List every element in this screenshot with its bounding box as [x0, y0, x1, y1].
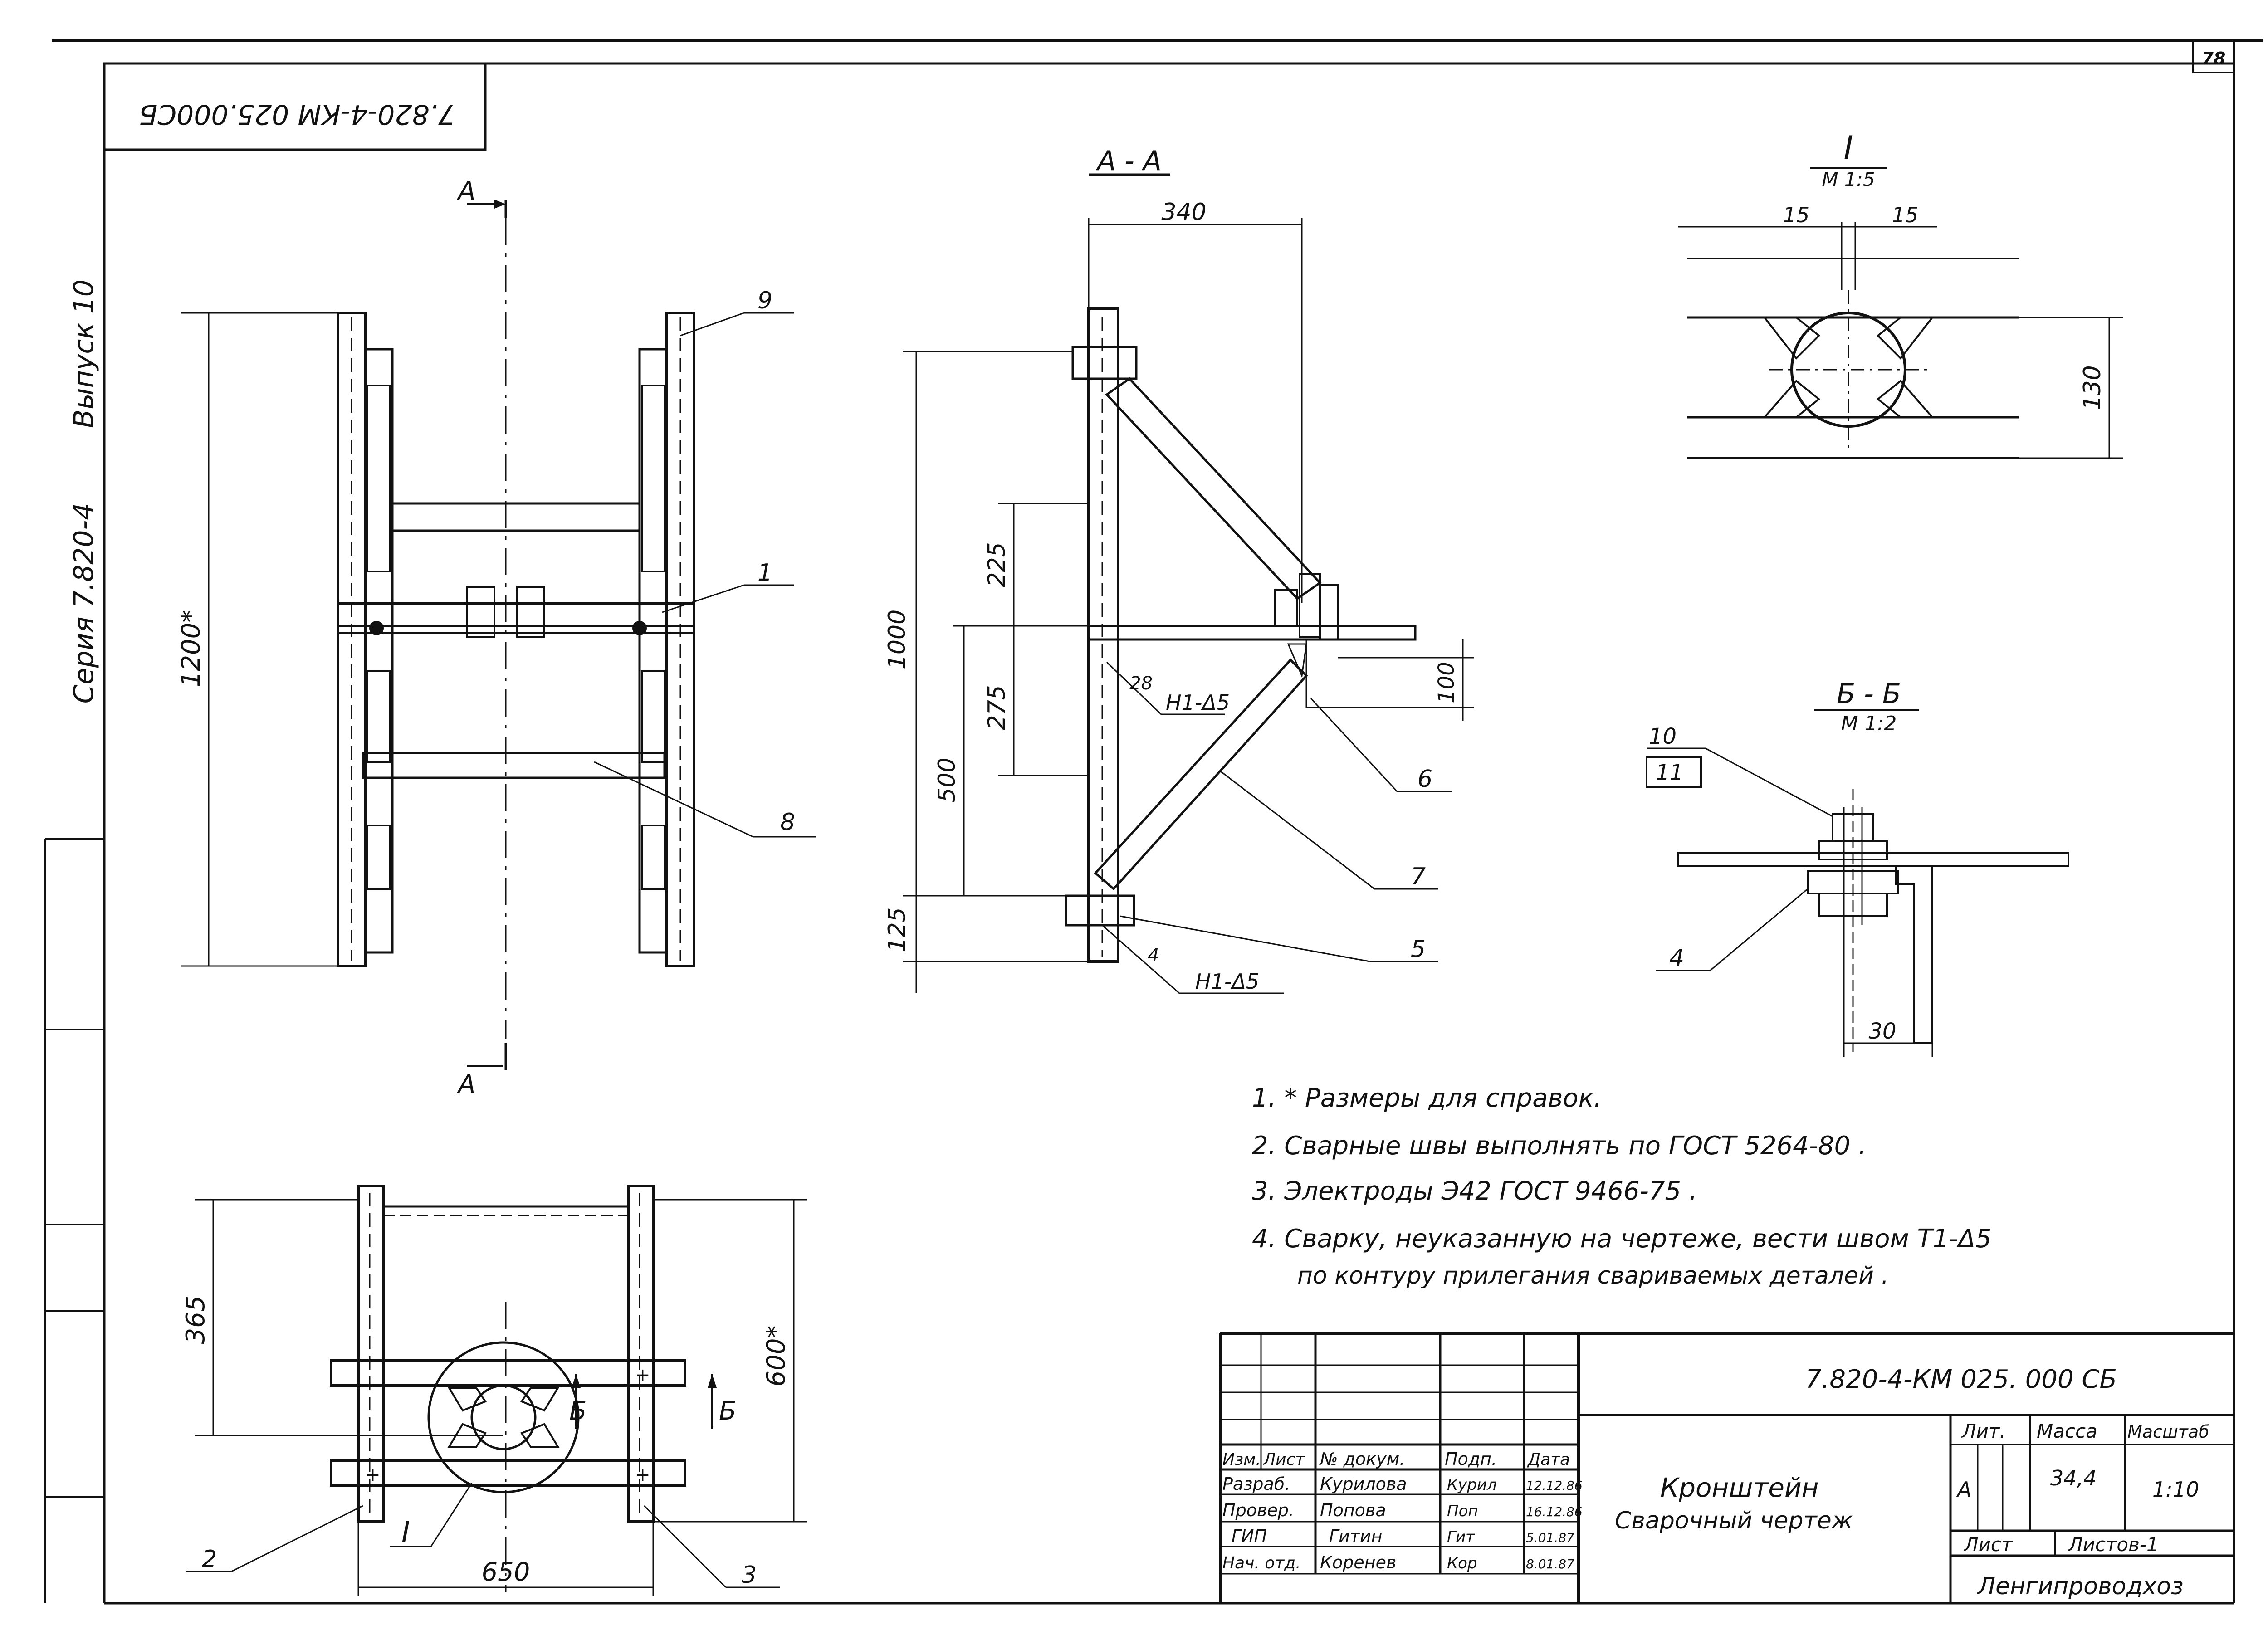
tb-name-2: Попова — [1320, 1500, 1386, 1520]
dim-1200: 1200* — [176, 610, 206, 688]
tb-date-3: 5.01.87 — [1526, 1530, 1574, 1545]
tb-role-2: Провер. — [1222, 1500, 1294, 1520]
tb-sign-3: Гит — [1447, 1528, 1475, 1546]
tb-name-line2: Сварочный чертеж — [1615, 1507, 1853, 1534]
plan-bottom-view: + + + 365 600* 650 2 3 I Б Б — [181, 1185, 807, 1596]
dim-15-right: 15 — [1892, 203, 1919, 227]
dim-340: 340 — [1161, 199, 1206, 226]
note-3: 3. Электроды Э42 ГОСТ 9466-75 . — [1252, 1176, 1697, 1206]
section-bb-title: Б - Б — [1837, 678, 1901, 710]
dim-100: 100 — [1434, 662, 1459, 703]
detail-mark-i: I — [401, 1516, 410, 1549]
tb-header-date: Дата — [1527, 1450, 1570, 1469]
weld-label-lower: Н1-Δ5 — [1195, 969, 1259, 994]
tb-role-4: Нач. отд. — [1222, 1554, 1301, 1572]
weld-leg-28: 28 — [1129, 673, 1153, 694]
dim-1000: 1000 — [884, 610, 911, 669]
callout-4: 4 — [1669, 945, 1684, 972]
callout-1: 1 — [758, 559, 772, 586]
callout-8: 8 — [780, 809, 795, 836]
note-4-cont: по контуру прилегания свариваемых детале… — [1297, 1262, 1889, 1289]
tb-header-izm: Изм. — [1222, 1450, 1261, 1469]
plan-top-view: А А 1200* 9 1 8 — [176, 176, 816, 1099]
detail-i-view: I М 1:5 15 15 130 — [1678, 129, 2123, 459]
tb-role-1: Разраб. — [1222, 1474, 1290, 1494]
detail-i-scale: М 1:5 — [1822, 168, 1875, 190]
callout-10: 10 — [1649, 724, 1677, 749]
tb-header-list: Лист — [1262, 1450, 1305, 1469]
tb-sign-4: Кор — [1447, 1554, 1477, 1572]
section-mark-b-right: Б — [719, 1396, 736, 1426]
section-bb-scale: М 1:2 — [1841, 712, 1897, 735]
sheet-number: 78 — [2202, 49, 2226, 68]
section-mark-b-left: Б — [569, 1396, 587, 1426]
weld-leg-4: 4 — [1148, 945, 1159, 966]
dim-600: 600* — [762, 1326, 791, 1387]
weld-label-upper: Н1-Δ5 — [1166, 690, 1230, 715]
tb-sheets-label: Листов-1 — [2068, 1533, 2159, 1556]
note-1: 1. * Размеры для справок. — [1252, 1083, 1602, 1113]
note-4: 4. Сварку, неуказанную на чертеже, вести… — [1252, 1224, 1992, 1254]
dim-125: 125 — [884, 907, 911, 952]
dim-500: 500 — [934, 757, 961, 802]
tb-name-1: Курилова — [1320, 1474, 1407, 1494]
dim-365: 365 — [181, 1296, 210, 1344]
notes: 1. * Размеры для справок. 2. Сварные швы… — [1252, 1083, 1992, 1289]
tb-mass-value: 34,4 — [2050, 1466, 2097, 1490]
tb-name-4: Коренев — [1320, 1552, 1396, 1572]
tb-name-3: Гитин — [1329, 1526, 1383, 1546]
svg-text:+: + — [635, 1464, 650, 1485]
svg-text:+: + — [635, 1365, 650, 1386]
dim-30: 30 — [1868, 1019, 1896, 1044]
tb-code: 7.820-4-КМ 025. 000 СБ — [1805, 1365, 2117, 1394]
series-label: Серия 7.820-4 — [68, 503, 100, 704]
tb-scale-value: 1:10 — [2152, 1477, 2199, 1502]
stamp-code: 7.820-4-КМ 025.000СБ — [139, 98, 455, 130]
section-aa-view: А - А 340 1000 225 275 500 125 100 28 Н1… — [884, 145, 1474, 994]
tb-date-2: 16.12.86 — [1526, 1504, 1583, 1519]
tb-sheet-label: Лист — [1963, 1533, 2013, 1556]
callout-6: 6 — [1418, 766, 1432, 793]
section-mark-a-bottom: А — [457, 1070, 475, 1099]
title-block: Изм. Лист № докум. Подп. Дата Разраб. Ку… — [1219, 1332, 2234, 1603]
svg-text:+: + — [365, 1464, 381, 1485]
note-2: 2. Сварные швы выполнять по ГОСТ 5264-80… — [1252, 1131, 1867, 1161]
detail-i-title: I — [1844, 129, 1853, 166]
tb-role-3: ГИП — [1232, 1526, 1267, 1546]
dim-130: 130 — [2079, 365, 2106, 410]
tb-header-doc: № докум. — [1319, 1449, 1405, 1469]
dim-275: 275 — [983, 685, 1011, 730]
top-stamp: 7.820-4-КМ 025.000СБ — [103, 62, 487, 151]
section-aa-title: А - А — [1095, 145, 1162, 177]
section-mark-a-top: А — [457, 176, 475, 206]
tb-scale-label: Масштаб — [2127, 1422, 2209, 1442]
side-labels: Серия 7.820-4 Выпуск 10 — [68, 279, 100, 703]
tb-org: Ленгипроводхоз — [1977, 1573, 2184, 1600]
callout-9: 9 — [758, 287, 772, 314]
tb-date-1: 12.12.86 — [1526, 1478, 1583, 1493]
tb-mass-label: Масса — [2037, 1420, 2097, 1442]
tb-sign-1: Курил — [1447, 1476, 1497, 1494]
tb-date-4: 8.01.87 — [1526, 1557, 1574, 1572]
tb-name-line1: Кронштейн — [1660, 1472, 1819, 1503]
callout-2: 2 — [202, 1546, 217, 1573]
tb-sign-2: Поп — [1447, 1502, 1478, 1520]
callout-7: 7 — [1411, 863, 1426, 890]
tb-header-sign: Подп. — [1445, 1449, 1497, 1469]
callout-5: 5 — [1411, 936, 1426, 963]
callout-11: 11 — [1656, 760, 1683, 786]
dim-225: 225 — [983, 542, 1011, 587]
tb-lit-label: Лит. — [1961, 1420, 2006, 1442]
section-bb-view: Б - Б М 1:2 10 11 4 30 — [1646, 678, 2069, 1057]
callout-3: 3 — [742, 1562, 757, 1589]
tb-lit-value: А — [1956, 1477, 1971, 1502]
dim-650: 650 — [482, 1557, 530, 1587]
dim-15-left: 15 — [1783, 203, 1810, 227]
issue-label: Выпуск 10 — [68, 279, 100, 428]
